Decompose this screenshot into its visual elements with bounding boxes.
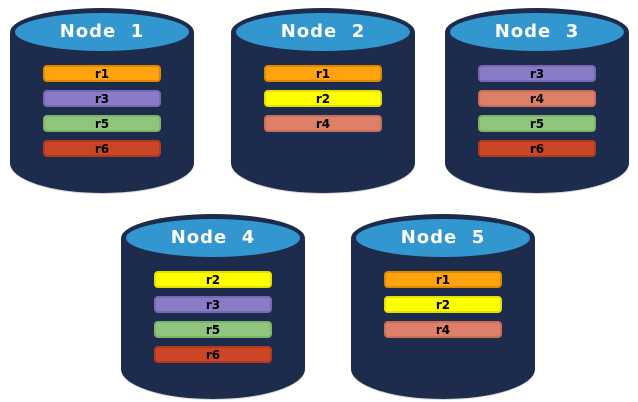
replica-bar-label: r4 (435, 322, 451, 337)
replica-bar-r5: r5 (478, 115, 596, 132)
replica-bar-r1: r1 (43, 65, 161, 82)
replica-bar-label: r6 (529, 141, 545, 156)
replica-bar-label: r3 (94, 91, 110, 106)
database-node-1: Node 1 r1 r3 r5 r6 (10, 8, 194, 193)
replica-bar-label: r6 (205, 347, 221, 362)
replica-bar-r1: r1 (384, 271, 502, 288)
replica-bar-r4: r4 (384, 321, 502, 338)
replica-list: r2 r3 r5 r6 (154, 271, 272, 363)
replica-bar-label: r1 (435, 272, 451, 287)
replica-bar-r2: r2 (264, 90, 382, 107)
node-label: Node 4 (170, 226, 256, 248)
replica-bar-r5: r5 (154, 321, 272, 338)
replica-list: r1 r3 r5 r6 (43, 65, 161, 157)
replica-list: r1 r2 r4 (384, 271, 502, 338)
replica-bar-r3: r3 (43, 90, 161, 107)
database-cylinder-body (351, 238, 535, 399)
replica-bar-r5: r5 (43, 115, 161, 132)
database-cylinder-top: Node 1 (10, 8, 194, 56)
replica-bar-label: r1 (315, 66, 331, 81)
replica-bar-r6: r6 (154, 346, 272, 363)
replica-bar-label: r2 (435, 297, 451, 312)
database-node-5: Node 5 r1 r2 r4 (351, 214, 535, 399)
replica-bar-label: r5 (94, 116, 110, 131)
replica-bar-r6: r6 (43, 140, 161, 157)
database-cylinder-body (121, 238, 305, 399)
replica-bar-label: r5 (529, 116, 545, 131)
node-label: Node 5 (400, 226, 486, 248)
database-cylinder-body (445, 32, 629, 193)
replica-bar-r3: r3 (154, 296, 272, 313)
node-label: Node 2 (280, 20, 366, 42)
replica-bar-r2: r2 (154, 271, 272, 288)
database-cylinder-top: Node 4 (121, 214, 305, 262)
replica-bar-label: r2 (205, 272, 221, 287)
replica-bar-label: r4 (529, 91, 545, 106)
replica-bar-r2: r2 (384, 296, 502, 313)
replica-bar-r3: r3 (478, 65, 596, 82)
replica-bar-label: r4 (315, 116, 331, 131)
database-node-4: Node 4 r2 r3 r5 r6 (121, 214, 305, 399)
node-label: Node 3 (494, 20, 580, 42)
database-node-2: Node 2 r1 r2 r4 (231, 8, 415, 193)
database-cylinder-top: Node 5 (351, 214, 535, 262)
database-cylinder-body (10, 32, 194, 193)
replica-bar-r1: r1 (264, 65, 382, 82)
replica-list: r1 r2 r4 (264, 65, 382, 132)
replica-bar-label: r5 (205, 322, 221, 337)
database-node-3: Node 3 r3 r4 r5 r6 (445, 8, 629, 193)
replica-bar-r4: r4 (478, 90, 596, 107)
replica-list: r3 r4 r5 r6 (478, 65, 596, 157)
replica-bar-label: r3 (529, 66, 545, 81)
replica-bar-label: r3 (205, 297, 221, 312)
replica-bar-label: r2 (315, 91, 331, 106)
node-label: Node 1 (59, 20, 145, 42)
replica-bar-label: r6 (94, 141, 110, 156)
database-cylinder-top: Node 2 (231, 8, 415, 56)
replica-bar-label: r1 (94, 66, 110, 81)
replica-bar-r4: r4 (264, 115, 382, 132)
database-cylinder-body (231, 32, 415, 193)
replica-bar-r6: r6 (478, 140, 596, 157)
database-cylinder-top: Node 3 (445, 8, 629, 56)
